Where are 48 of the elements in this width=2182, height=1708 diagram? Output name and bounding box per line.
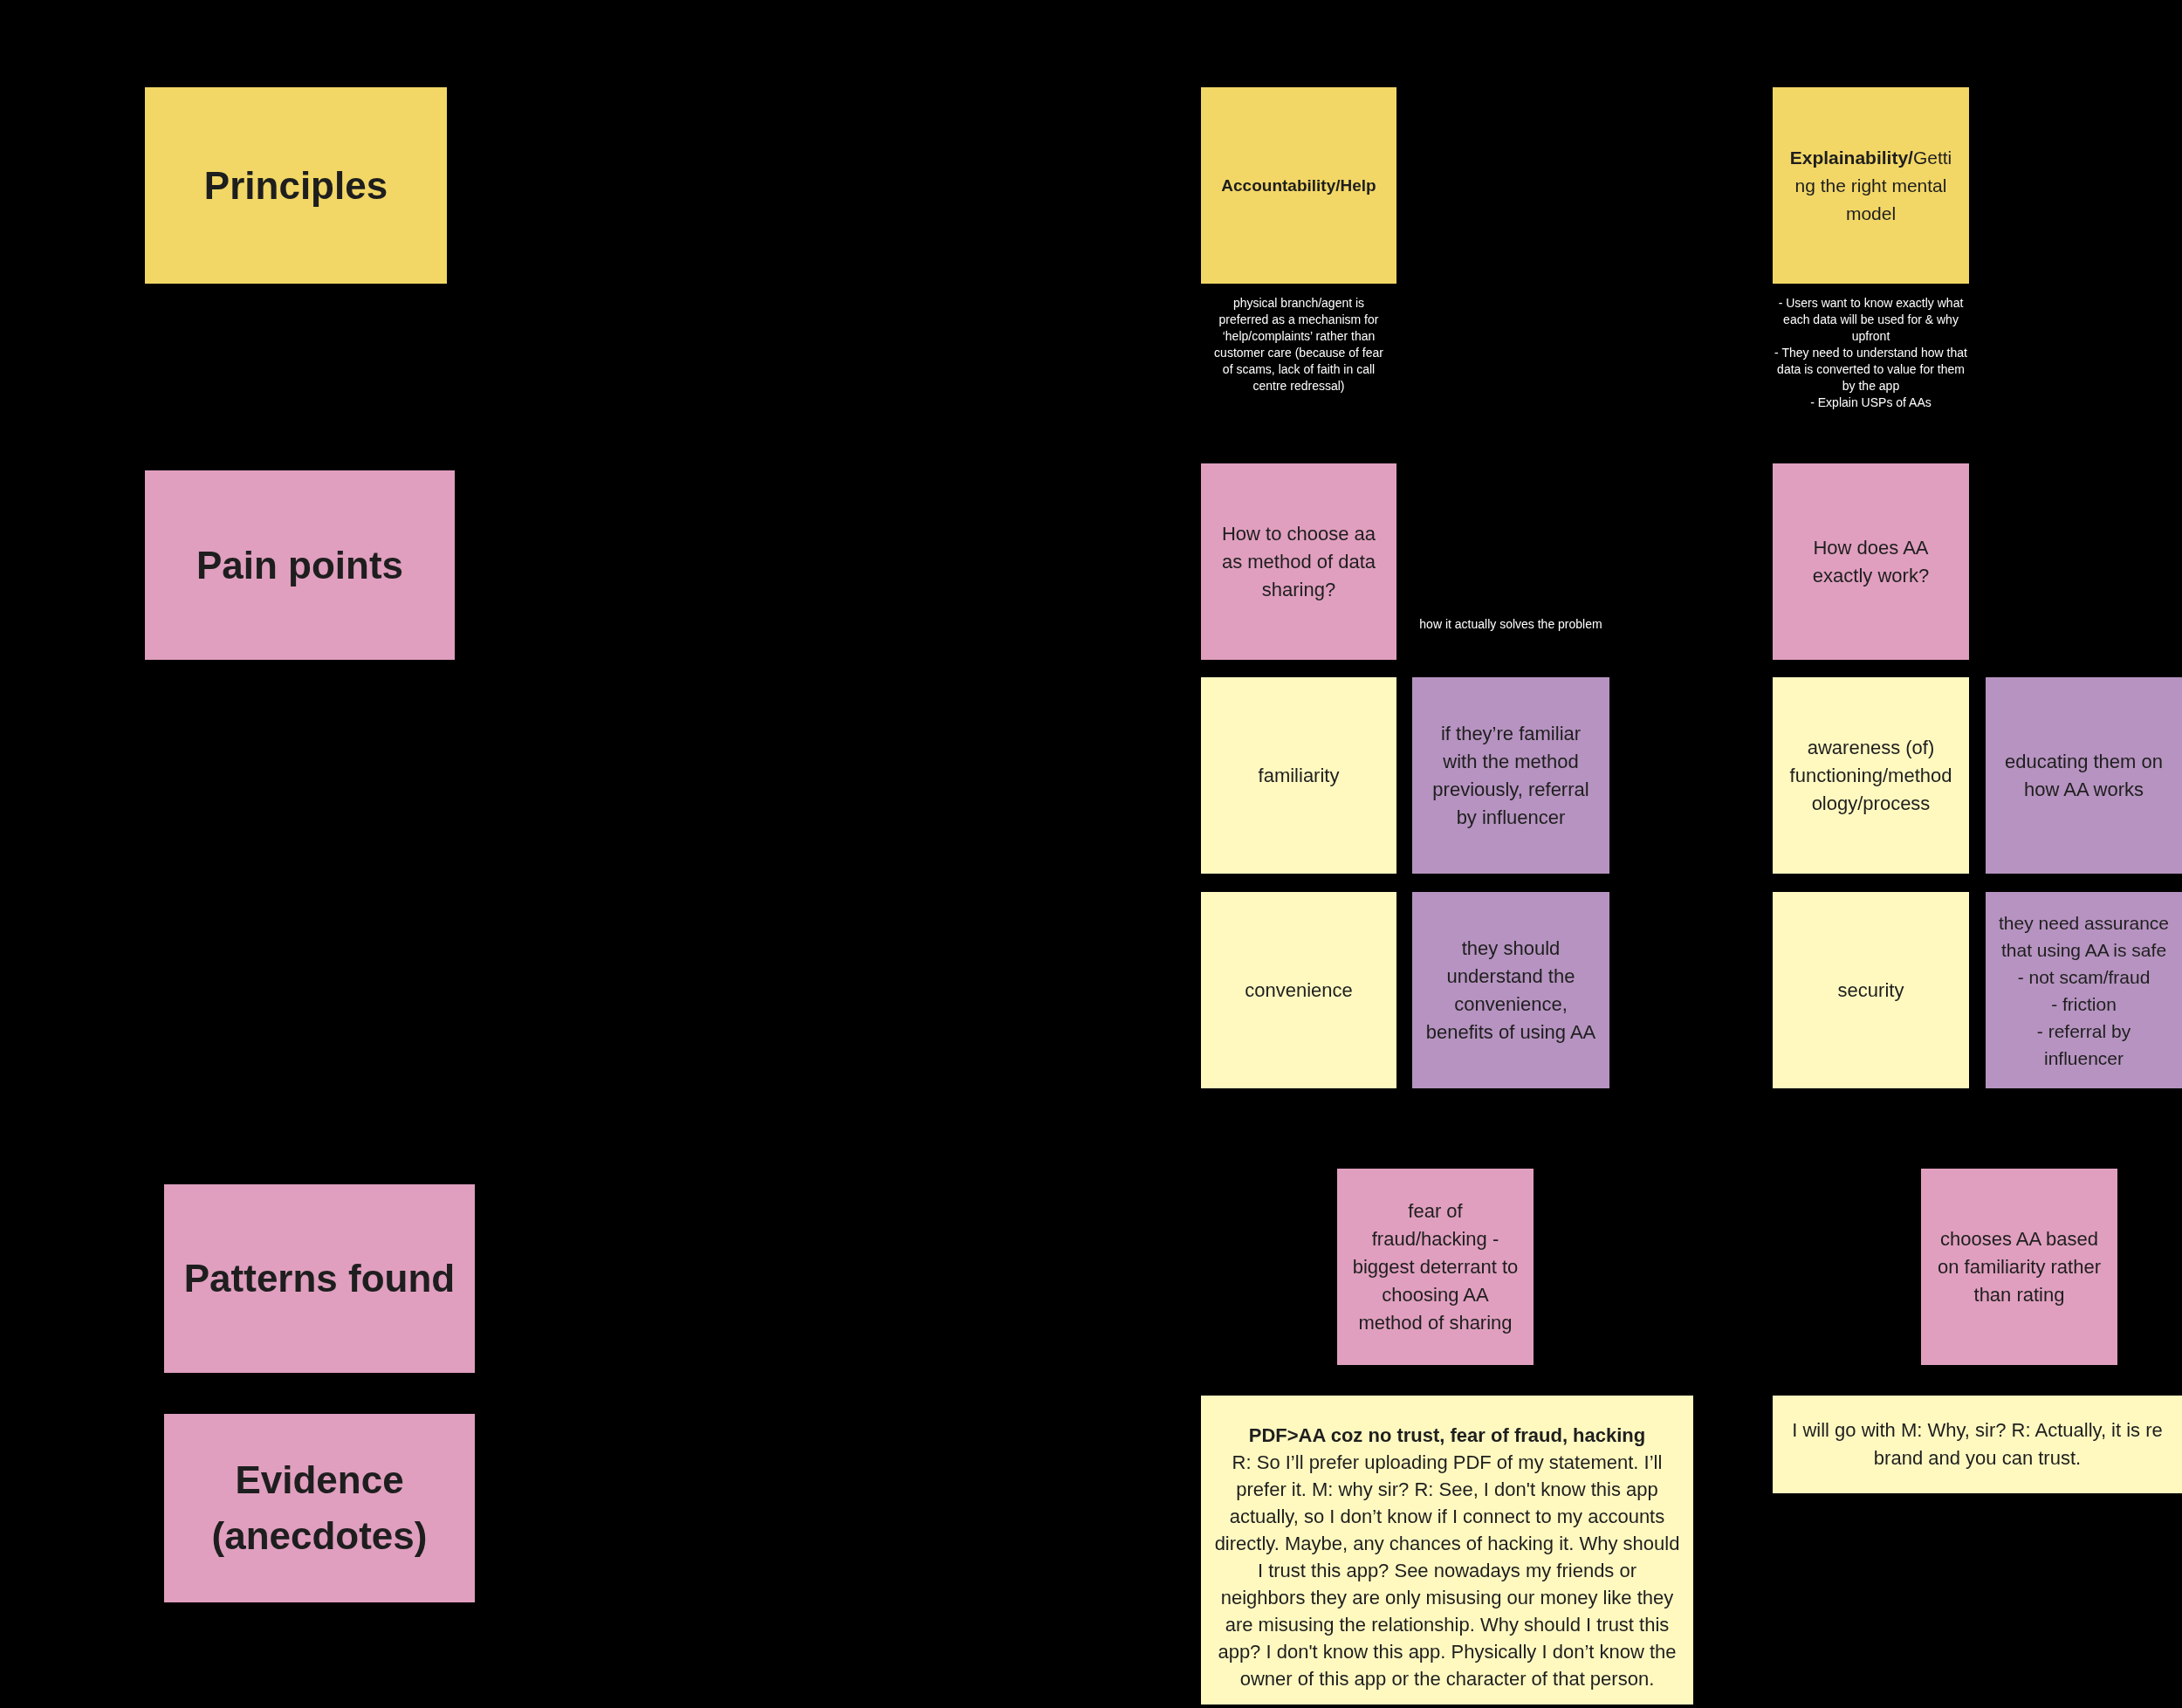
caption-text: - Users want to know exactly what each data will be used for & why upfront [1777, 295, 1965, 345]
note-text: they need assurance that using AA is safe - not scam/fraud [1998, 911, 2170, 989]
note-text: security [1837, 977, 1904, 1003]
sticky-note [1986, 677, 2182, 874]
note-text: Accountability/Help [1221, 175, 1376, 196]
note-text: R: So I’ll prefer uploading PDF of my statement. I’ll prefer it. M: why sir? R: See, I don't know this app actually, so I don’t know if I connect to my accounts directly. Maybe, any chances of hacking it. Why should I trust this app? See nowadays my friends or neighbors they are only misusing our money like they are misusing the relationship. Why should I trust this app? I don't know this app. Physically I don’t know the owner of this app or the character of that person. [1213, 1451, 1681, 1691]
note-text: How does AA exactly work? [1811, 535, 1931, 588]
sticky-note [1412, 892, 1609, 1088]
note-text: convenience [1245, 977, 1353, 1003]
heading-text: Patterns found [183, 1256, 456, 1301]
anecdote-note [1773, 1396, 2182, 1493]
note-text: fear of fraud/hacking - biggest deterrant to choosing AA method of sharing [1351, 1198, 1520, 1335]
sticky-note [1201, 677, 1396, 874]
sticky-note [1986, 892, 2182, 1088]
sticky-note [1201, 463, 1396, 660]
caption-text: - They need to understand how that data is converted to value for them by the app [1774, 345, 1968, 394]
sticky-note [1337, 1169, 1534, 1365]
column-label: how it actually solves the problem [1418, 616, 1603, 633]
note-text: chooses AA based on familiarity rather than rating [1936, 1226, 2103, 1307]
anecdote-note [1201, 1396, 1693, 1705]
note-heading: PDF>AA coz no trust, fear of fraud, hacking [1248, 1423, 1646, 1448]
sticky-note [1773, 677, 1969, 874]
caption-text: - Explain USPs of AAs [1809, 394, 1932, 411]
note-text: educating them on how AA works [2004, 749, 2164, 802]
sticky-note [1201, 892, 1396, 1088]
principle-note [1773, 87, 1969, 284]
sticky-note [1412, 677, 1609, 874]
note-text: I will go with M: Why, sir? R: Actually, it is re brand and you can trust. [1791, 1418, 2164, 1471]
principle-note [1201, 87, 1396, 284]
note-text: awareness (of) functioning/methodology/process [1788, 735, 1953, 816]
header-note [145, 470, 455, 660]
note-text: Explainability/Getting the right mental model [1788, 146, 1953, 225]
header-note [164, 1414, 475, 1602]
header-note [145, 87, 447, 284]
caption-text: physical branch/agent is preferred as a mechanism for ‘help/complaints’ rather than customer care (because of fear of scams, lack of faith in call centre redressal) [1213, 295, 1384, 394]
note-text: familiarity [1258, 763, 1340, 788]
note-text: - referral by influencer [2035, 1019, 2132, 1070]
note-text: - friction [2051, 992, 2117, 1016]
sticky-note [1773, 892, 1969, 1088]
sticky-note [1773, 463, 1969, 660]
heading-text: Pain points [196, 542, 404, 588]
sticky-note [1921, 1169, 2117, 1365]
note-text: How to choose aa as method of data sharing? [1220, 521, 1377, 602]
note-text: they should understand the convenience, benefits of using AA [1424, 936, 1597, 1045]
note-text: if they’re familiar with the method previously, referral by influencer [1431, 721, 1590, 830]
heading-text: Principles [203, 162, 388, 209]
heading-text: Evidence (anecdotes) [210, 1458, 429, 1559]
header-note [164, 1184, 475, 1373]
